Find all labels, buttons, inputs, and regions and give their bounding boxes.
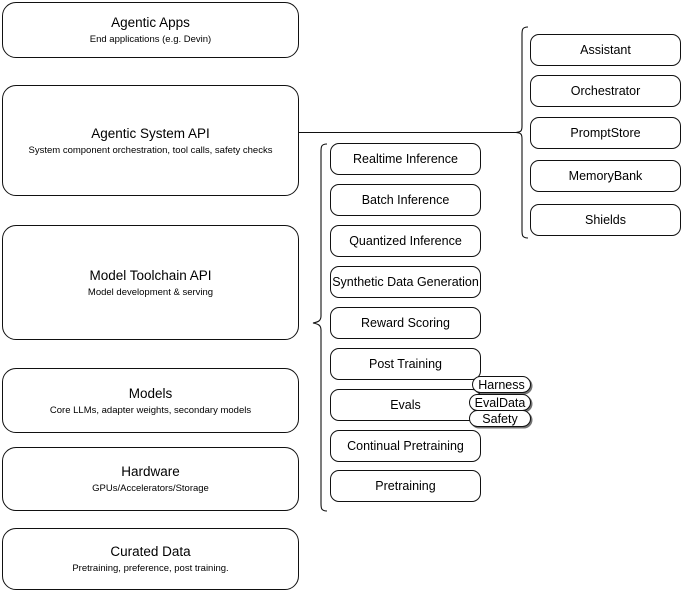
layer-agentic-system-api[interactable]: Agentic System API System component orch…	[2, 85, 299, 196]
eval-tag-label: Harness	[478, 377, 525, 392]
layer-subtitle: Core LLMs, adapter weights, secondary mo…	[49, 404, 252, 416]
system-item-assistant[interactable]: Assistant	[530, 34, 681, 66]
layer-agentic-apps[interactable]: Agentic Apps End applications (e.g. Devi…	[2, 2, 299, 58]
layer-title: Hardware	[121, 464, 180, 479]
layer-model-toolchain-api[interactable]: Model Toolchain API Model development & …	[2, 225, 299, 340]
eval-tag-harness[interactable]: Harness	[472, 376, 531, 393]
toolchain-item-post-training[interactable]: Post Training	[330, 348, 481, 380]
toolchain-item-label: Quantized Inference	[349, 234, 462, 248]
system-item-label: MemoryBank	[568, 169, 643, 183]
system-item-label: Orchestrator	[570, 84, 641, 98]
layer-models[interactable]: Models Core LLMs, adapter weights, secon…	[2, 368, 299, 433]
eval-tag-label: Safety	[482, 411, 518, 426]
system-item-memorybank[interactable]: MemoryBank	[530, 160, 681, 192]
toolchain-item-pretraining[interactable]: Pretraining	[330, 470, 481, 502]
layer-subtitle: Model development & serving	[87, 286, 214, 298]
toolchain-item-label: Continual Pretraining	[347, 439, 464, 453]
system-item-label: Shields	[585, 213, 626, 227]
toolchain-item-label: Pretraining	[375, 479, 436, 493]
system-item-orchestrator[interactable]: Orchestrator	[530, 75, 681, 107]
layer-title: Agentic System API	[91, 125, 210, 141]
system-item-promptstore[interactable]: PromptStore	[530, 117, 681, 149]
layer-title: Curated Data	[110, 544, 191, 559]
toolchain-item-synthetic-data-generation[interactable]: Synthetic Data Generation	[330, 266, 481, 298]
layer-curated-data[interactable]: Curated Data Pretraining, preference, po…	[2, 528, 299, 590]
toolchain-item-reward-scoring[interactable]: Reward Scoring	[330, 307, 481, 339]
toolchain-item-evals[interactable]: Evals	[330, 389, 481, 421]
eval-tag-evaldata[interactable]: EvalData	[469, 394, 531, 411]
layer-hardware[interactable]: Hardware GPUs/Accelerators/Storage	[2, 447, 299, 511]
system-item-shields[interactable]: Shields	[530, 204, 681, 236]
eval-tag-label: EvalData	[474, 395, 526, 410]
toolchain-item-realtime-inference[interactable]: Realtime Inference	[330, 143, 481, 175]
layer-title: Agentic Apps	[111, 15, 190, 30]
layer-subtitle: Pretraining, preference, post training.	[72, 563, 229, 574]
toolchain-item-label: Post Training	[369, 357, 442, 371]
toolchain-item-label: Batch Inference	[361, 193, 450, 207]
system-item-label: Assistant	[580, 43, 631, 57]
layer-subtitle: End applications (e.g. Devin)	[89, 34, 212, 45]
layer-title: Model Toolchain API	[89, 267, 212, 283]
eval-tag-safety[interactable]: Safety	[469, 410, 531, 427]
layer-title: Models	[128, 385, 173, 401]
toolchain-item-batch-inference[interactable]: Batch Inference	[330, 184, 481, 216]
toolchain-item-quantized-inference[interactable]: Quantized Inference	[330, 225, 481, 257]
toolchain-item-continual-pretraining[interactable]: Continual Pretraining	[330, 430, 481, 462]
layer-subtitle: GPUs/Accelerators/Storage	[92, 483, 209, 494]
toolchain-item-label: Reward Scoring	[361, 316, 450, 330]
toolchain-item-label: Realtime Inference	[353, 152, 458, 166]
layer-subtitle: System component orchestration, tool cal…	[28, 144, 273, 156]
system-item-label: PromptStore	[570, 126, 641, 140]
toolchain-item-label: Synthetic Data Generation	[332, 275, 479, 289]
toolchain-item-label: Evals	[390, 398, 421, 412]
